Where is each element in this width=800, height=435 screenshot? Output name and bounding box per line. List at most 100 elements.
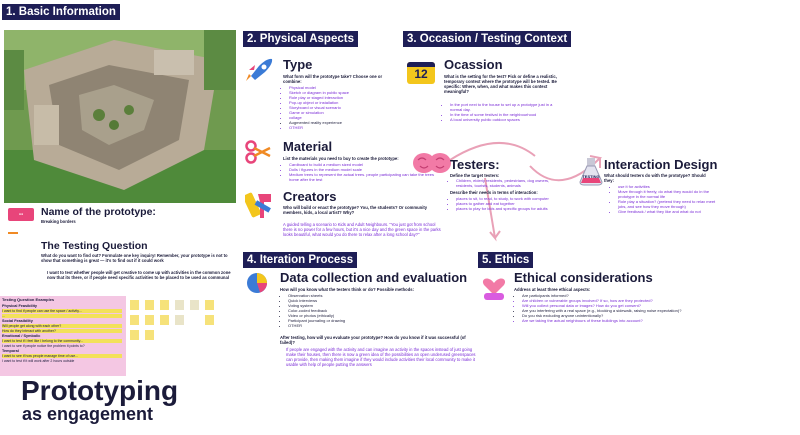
occasion-item: A local university public outdoor spaces — [450, 117, 560, 122]
interaction-item: Give feedback / what they like and what … — [618, 209, 718, 214]
interaction-list: use it for activities Move through it fr… — [612, 184, 718, 214]
ethics-item: Do you risk excluding anyone unintention… — [522, 313, 762, 318]
creators-question: Who will build or enact the prototype? Y… — [283, 205, 428, 215]
ethics-item: Will you collect personal data or images… — [522, 303, 762, 308]
sticky-note[interactable] — [175, 300, 184, 310]
aerial-photo — [4, 30, 236, 203]
sticky-note[interactable] — [205, 300, 214, 310]
example-group-label: Social Feasibility — [2, 319, 33, 323]
type-item: Augmented reality experience — [289, 120, 399, 125]
type-item: Pop-up object or installation — [289, 100, 399, 105]
example-group-label: Temporal — [2, 349, 19, 353]
examples-groups: Physical Feasibility I want to find if p… — [2, 304, 122, 364]
example-line: ... — [2, 314, 122, 318]
examples-panel: Testing Question Examples Physical Feasi… — [0, 296, 126, 376]
interaction-question: What should testers do with the prototyp… — [604, 173, 706, 183]
type-title: Type — [283, 57, 313, 72]
sticky-note[interactable] — [160, 315, 169, 325]
collection-question: How will you know what the testers think… — [280, 287, 415, 292]
example-group-label: Physical Feasibility — [2, 304, 38, 308]
section-ethics-header: 5. Ethics — [478, 252, 534, 268]
testers-item: Children, elderly residents, pedestrians… — [456, 178, 566, 188]
type-item: OTHER — [289, 125, 399, 130]
example-line: Will people get along with each other? — [2, 324, 122, 328]
name-badge-icon: ●● — [8, 208, 34, 221]
ethics-item: Are we taking the actual neighbours of t… — [522, 318, 762, 323]
testers-list-1: Children, elderly residents, pedestrians… — [450, 178, 566, 188]
collection-item: Video or photos (ethically) — [288, 313, 438, 318]
collection-item: Color-coded feedback — [288, 308, 438, 313]
sticky-note[interactable] — [130, 315, 139, 325]
creators-answer: A guided telling a scenario to Kids and … — [283, 222, 441, 237]
occasion-list: In the port next to the house to set up … — [444, 102, 560, 122]
sticky-note[interactable] — [205, 315, 214, 325]
testers-question-1: Define the target testers: — [450, 173, 500, 178]
type-item: collage — [289, 115, 399, 120]
collection-item: Voting system — [288, 303, 438, 308]
calendar-icon: 12 — [407, 58, 435, 84]
collection-item: Participant journaling or drawing — [288, 318, 438, 323]
example-line: I want to see if how people manage time … — [2, 354, 122, 358]
sticky-note[interactable] — [145, 330, 154, 340]
calendar-day: 12 — [414, 67, 428, 81]
interaction-item: Role play a situation? (pretend they nee… — [618, 199, 718, 209]
testing-question-answer: I want to test whether people will get c… — [47, 270, 231, 280]
type-item: Game or simulation — [289, 110, 399, 115]
type-item: Physical model — [289, 85, 399, 90]
prototype-name-title: Name of the prototype: — [41, 206, 156, 218]
example-line: I want to find if people can use the spa… — [2, 309, 122, 313]
collection-list: Observation sheets Quick interviews Voti… — [282, 293, 438, 328]
occasion-question: What is the setting for the test? Pick o… — [444, 74, 557, 94]
ethics-question: Address at least three ethical aspects: — [514, 287, 591, 292]
testing-question-title: The Testing Question — [41, 240, 148, 252]
ethics-list: Are participants informed? Are children … — [516, 293, 762, 323]
collection-answer: If people are engaged with the activity … — [286, 347, 476, 367]
type-item: Sketch or diagram in public space — [289, 90, 399, 95]
chart-pie-icon — [246, 271, 272, 300]
brain-icon — [412, 150, 452, 181]
section-iteration-header: 4. Iteration Process — [243, 252, 358, 268]
material-question: List the materials you need to buy to cr… — [283, 156, 399, 161]
sticky-note[interactable] — [130, 330, 139, 340]
occasion-item: In the port next to the house to set up … — [450, 102, 560, 112]
sticky-note[interactable] — [130, 300, 139, 310]
sticky-note[interactable] — [145, 300, 154, 310]
type-item: Role play or staged interaction — [289, 95, 399, 100]
testers-item: places to sit, to read, to study, to wor… — [456, 196, 566, 201]
collection-item: OTHER — [288, 323, 438, 328]
scissors-icon — [245, 140, 271, 169]
collection-item: Observation sheets — [288, 293, 438, 298]
occasion-item: In the time of some festival in the neig… — [450, 112, 560, 117]
example-line: How do they interact with another? — [2, 329, 122, 333]
main-title: Prototyping — [21, 375, 179, 406]
material-item: Medium trees to represent the actual tre… — [289, 172, 439, 182]
tools-icon — [243, 190, 273, 225]
section-occasion-header: 3. Occasion / Testing Context — [403, 31, 572, 47]
sticky-note[interactable] — [175, 315, 184, 325]
interaction-item: Move through it freely, do what they wou… — [618, 189, 718, 199]
testing-flask-icon: TESTING — [578, 158, 604, 186]
interaction-title: Interaction Design — [604, 157, 718, 172]
orange-dash — [8, 232, 18, 234]
section-basic-header: 1. Basic Information — [2, 4, 120, 20]
collection-question-2: After testing, how will you evaluate you… — [280, 335, 466, 345]
section-physical-header: 2. Physical Aspects — [243, 31, 358, 47]
main-subtitle: as engagement — [22, 404, 154, 424]
testers-list-2: places to sit, to read, to study, to wor… — [450, 196, 566, 211]
sticky-note[interactable] — [160, 300, 169, 310]
material-item: Dolls / figures in the medium model scal… — [289, 167, 439, 172]
creators-title: Creators — [283, 189, 337, 204]
type-item: Storyboard or visual scenario — [289, 105, 399, 110]
material-list: Cardboard to build a medium sized model … — [283, 162, 439, 182]
prototype-name-value: Breaking borders — [41, 219, 76, 224]
hand-heart-icon — [480, 271, 508, 306]
ethics-item: Are you interfering with a real space (e… — [522, 308, 762, 313]
sticky-note[interactable] — [145, 315, 154, 325]
sticky-note[interactable] — [190, 300, 199, 310]
testers-question-2: Describe their needs in terms of interac… — [450, 190, 538, 195]
type-list: Physical model Sketch or diagram in publ… — [283, 85, 399, 130]
example-line: I want to test if I feel like I belong t… — [2, 339, 122, 343]
testers-item: places to play for kids and specific gro… — [456, 206, 566, 211]
material-title: Material — [283, 139, 333, 154]
ethics-item: Are participants informed? — [522, 293, 762, 298]
